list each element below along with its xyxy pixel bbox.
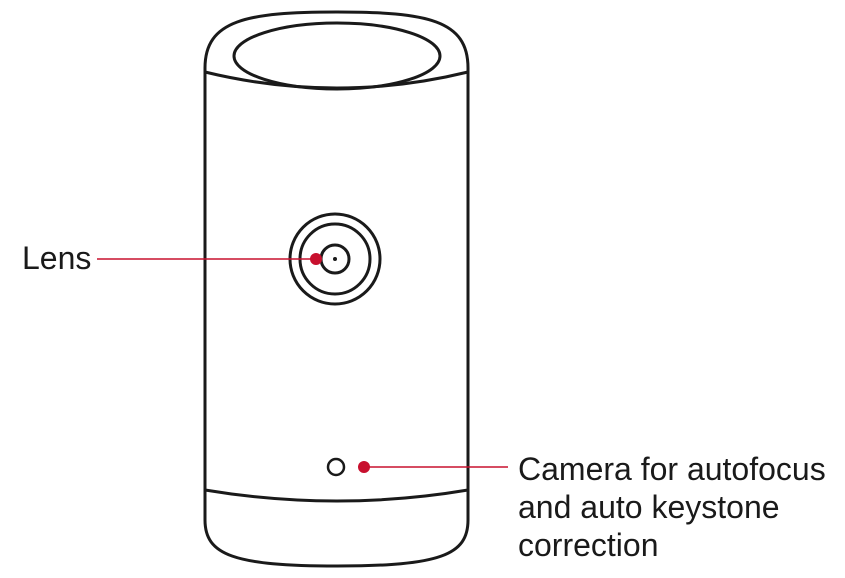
lens-center-dot bbox=[333, 257, 337, 261]
camera-label: Camera for autofocus and auto keystone c… bbox=[518, 450, 826, 564]
camera-label-line1: Camera for autofocus bbox=[518, 451, 826, 487]
camera-callout-dot bbox=[358, 461, 370, 473]
top-cap-ellipse bbox=[232, 21, 442, 91]
projector-cylinder-icon bbox=[203, 10, 470, 568]
camera-callout bbox=[358, 461, 508, 473]
lens-callout bbox=[97, 253, 322, 265]
lens-callout-dot bbox=[310, 253, 322, 265]
camera-label-line3: correction bbox=[518, 527, 659, 563]
bottom-band-line bbox=[203, 488, 470, 503]
camera-label-line2: and auto keystone bbox=[518, 489, 780, 525]
projector-body-outline bbox=[203, 10, 470, 568]
top-band-line bbox=[203, 70, 470, 90]
camera-sensor-icon bbox=[326, 457, 346, 477]
lens-label: Lens bbox=[22, 240, 92, 276]
